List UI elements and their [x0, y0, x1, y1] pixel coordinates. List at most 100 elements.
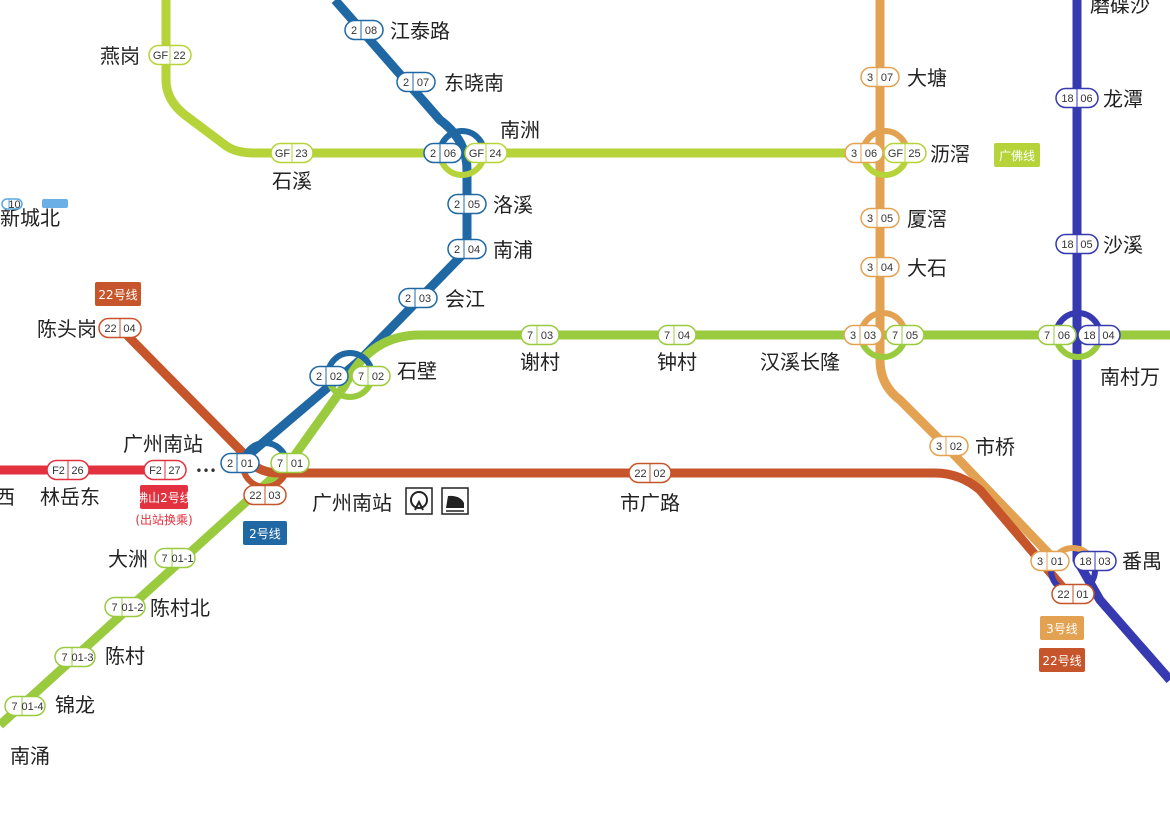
station[interactable]: 磨碟沙	[1090, 0, 1150, 17]
station-number: 04	[881, 262, 893, 274]
station-name: 南洲	[500, 118, 540, 142]
station-name: 厦滘	[907, 207, 947, 231]
station-name: 钟村	[657, 350, 697, 374]
station-number: 07	[417, 77, 429, 89]
line-tag[interactable]: 2号线	[243, 521, 287, 545]
station-name: 陈村北	[150, 596, 210, 620]
line-tag[interactable]: 佛山2号线(出站换乘)	[135, 485, 193, 527]
station-number: 10	[8, 199, 20, 211]
line-code: 2	[430, 148, 436, 160]
station[interactable]: 南涌	[10, 744, 50, 768]
station-name: 林岳东	[40, 485, 100, 509]
station-name: 龙潭	[1103, 87, 1143, 111]
station-name: 磨碟沙	[1090, 0, 1150, 17]
transfer-ellipsis: •••	[195, 464, 216, 478]
badge-outline	[1030, 550, 1070, 572]
line-tag-bg	[994, 143, 1040, 167]
line-gf-track	[161, 0, 880, 158]
line-code: 3	[867, 72, 873, 84]
station[interactable]: 西	[0, 485, 15, 509]
line-tag[interactable]: 22号线	[95, 282, 141, 306]
line-tag[interactable]: 22号线	[1039, 648, 1085, 672]
station-code-badge[interactable]: 10	[1, 198, 23, 211]
line-tag[interactable]: 3号线	[1040, 616, 1084, 640]
line-code: 7	[111, 602, 117, 614]
badge-outline	[398, 287, 438, 309]
high-speed-train-icon	[441, 487, 469, 515]
badge-outline	[657, 324, 697, 346]
line-tag[interactable]: 广佛线	[994, 143, 1040, 167]
